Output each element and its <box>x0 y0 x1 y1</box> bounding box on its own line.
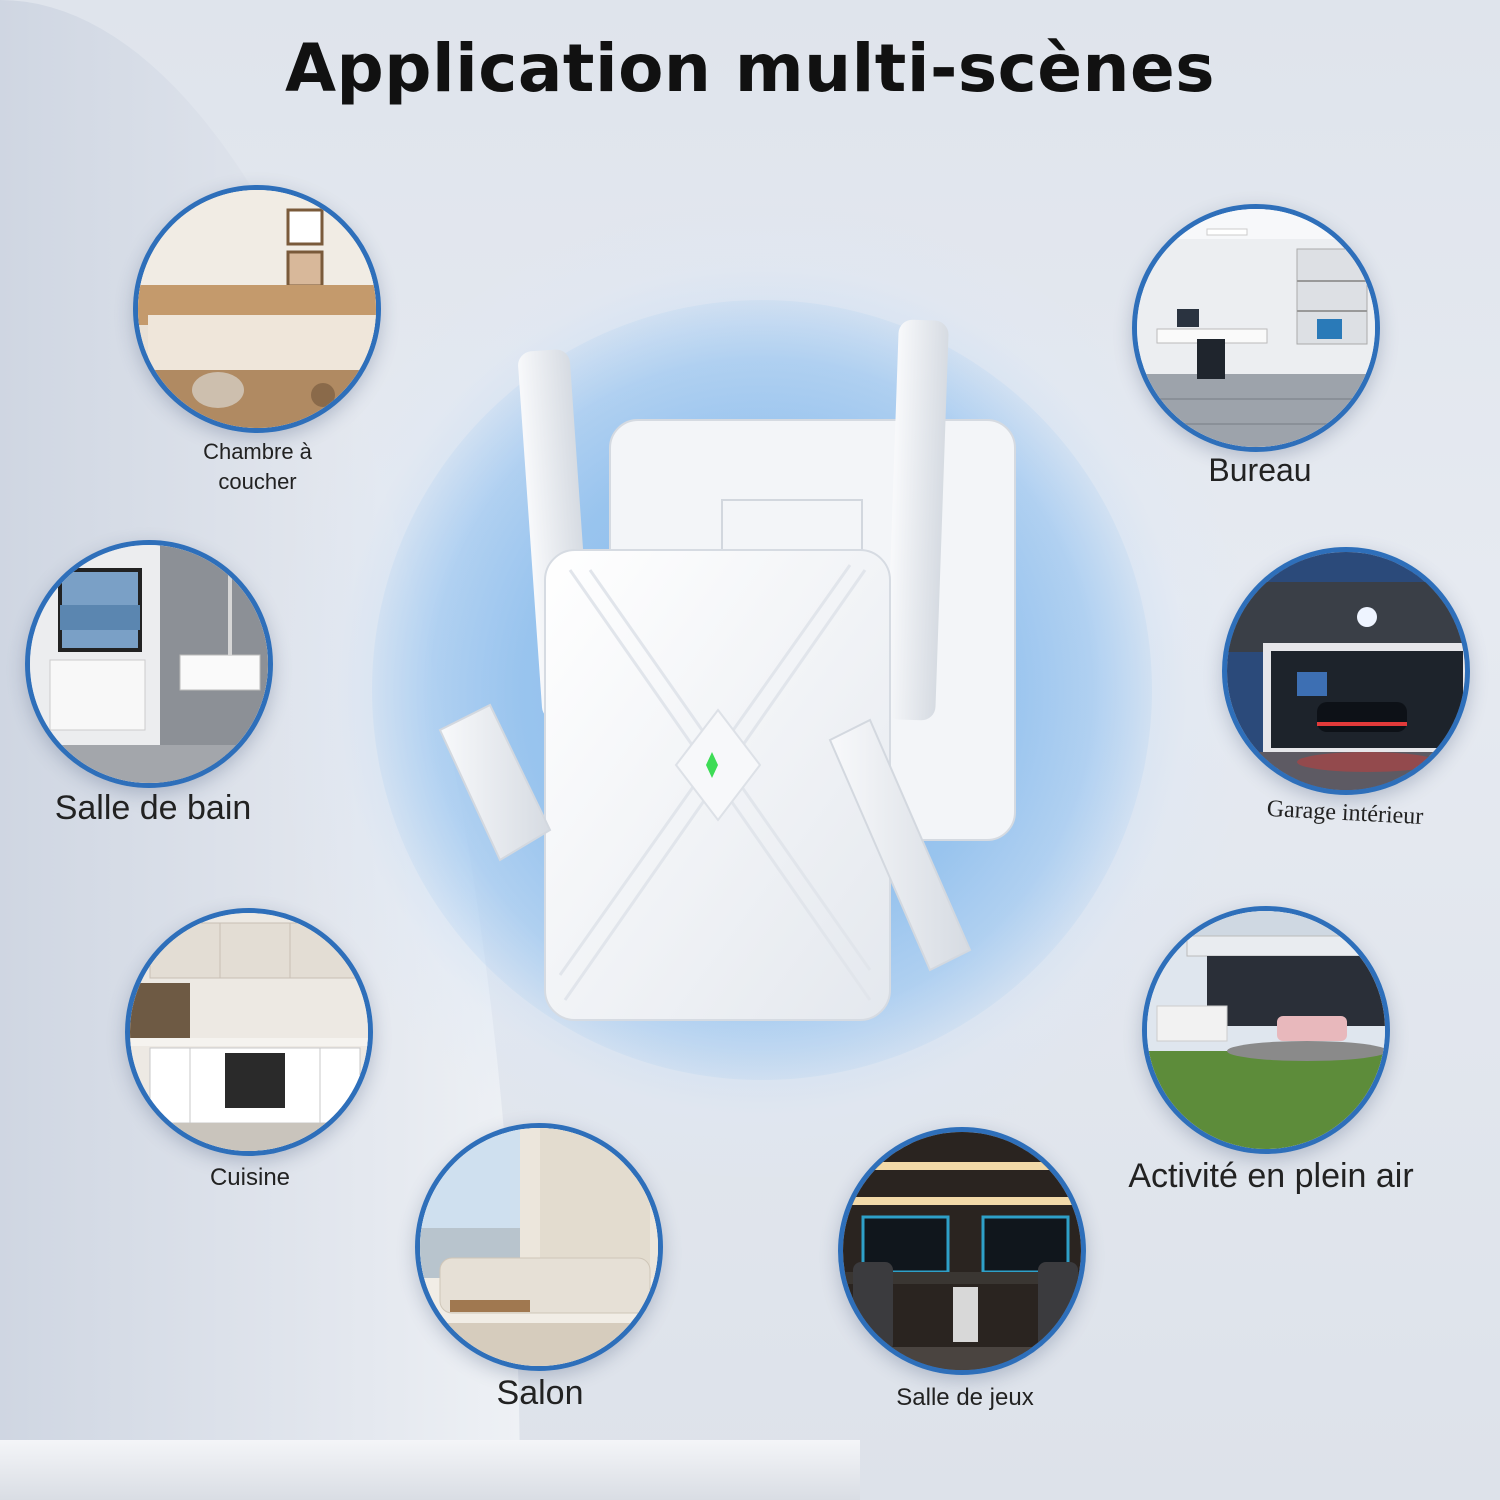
scene-office <box>1132 204 1380 452</box>
label-bureau: Bureau <box>1208 452 1312 488</box>
label-cuisine: Cuisine <box>209 1164 291 1191</box>
scene-kitchen <box>125 908 373 1156</box>
scene-bedroom <box>133 185 381 433</box>
scene-outdoor <box>1142 906 1390 1154</box>
label-salle-de-bain: Salle de bain <box>54 789 252 827</box>
label-chambre: Chambre à coucher <box>170 437 345 497</box>
label-salle-de-jeux: Salle de jeux <box>896 1384 1034 1411</box>
label-activite: Activité en plein air <box>1128 1157 1414 1195</box>
scene-living-room <box>415 1123 663 1371</box>
label-garage: Garage intérieur <box>1266 795 1424 831</box>
label-chambre-line2: coucher <box>218 469 297 494</box>
scene-bathroom <box>25 540 273 788</box>
background-shelf <box>0 1440 860 1500</box>
scene-garage <box>1222 547 1470 795</box>
scene-game-room <box>838 1127 1086 1375</box>
label-chambre-line1: Chambre à <box>203 439 312 464</box>
wifi-extender-icon <box>430 310 1050 1030</box>
page-title: Application multi-scènes <box>284 30 1216 107</box>
label-salon: Salon <box>496 1374 584 1412</box>
